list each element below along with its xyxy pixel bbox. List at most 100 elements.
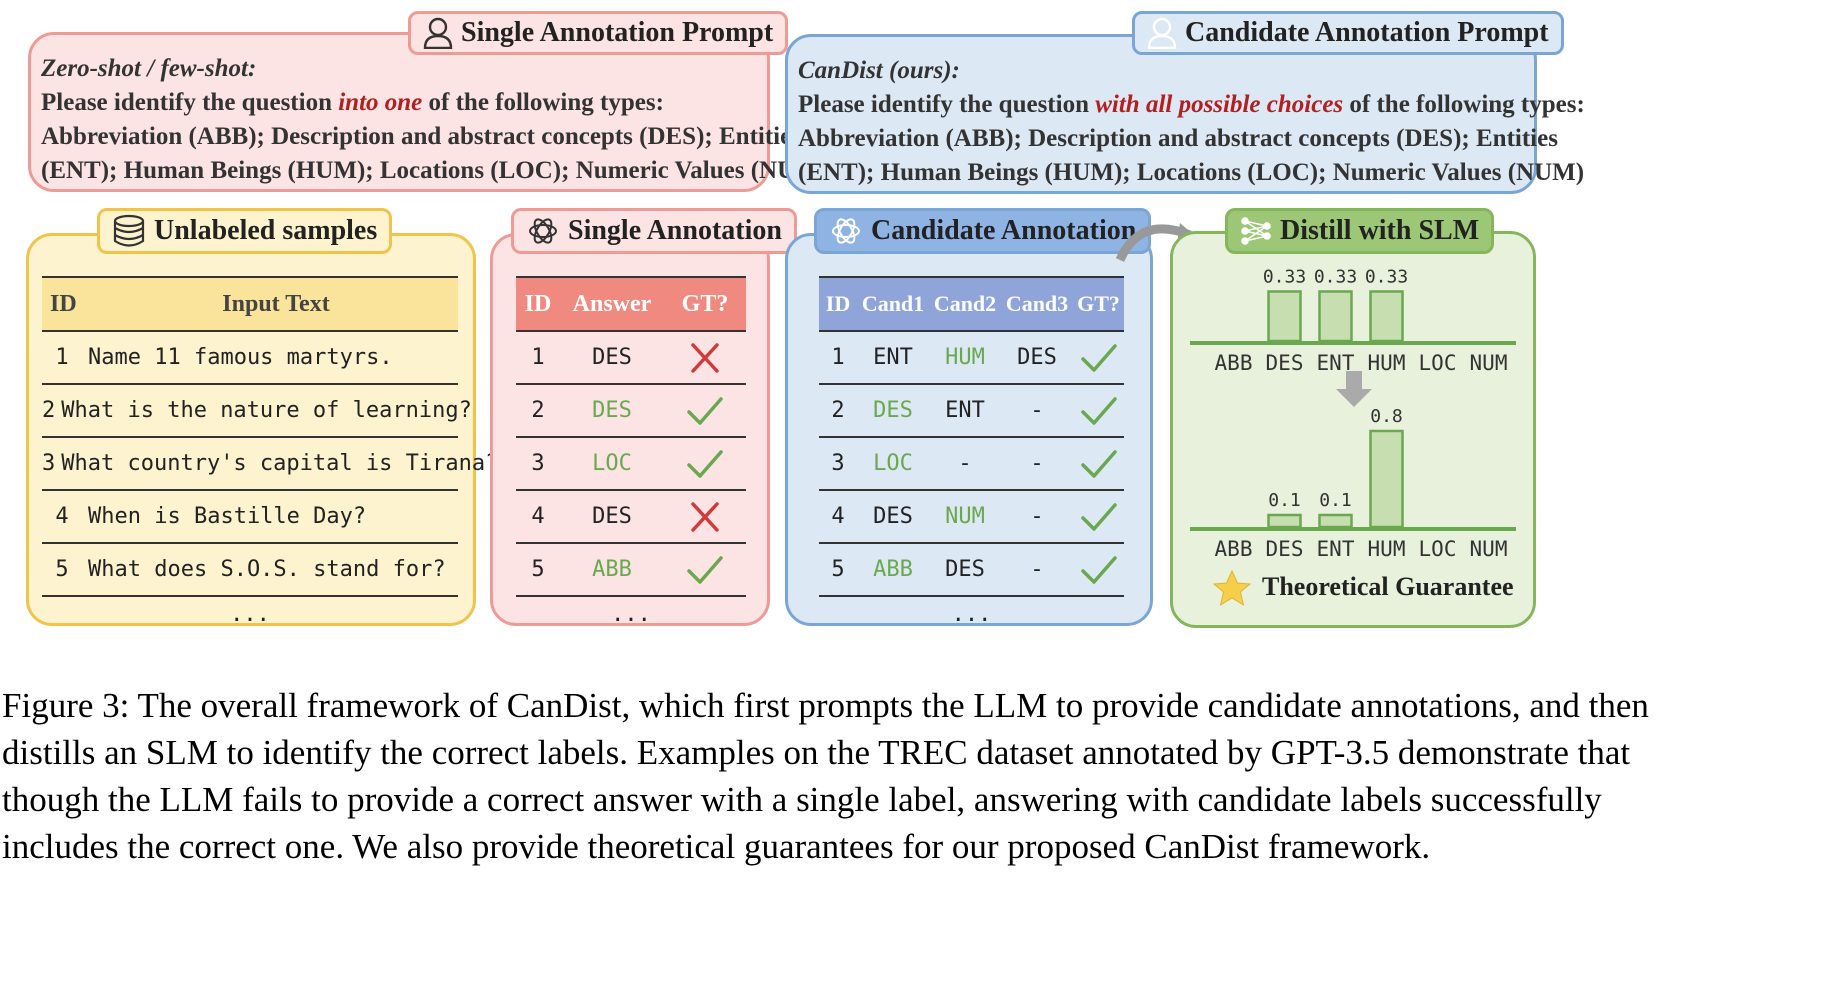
row-gt: [1073, 447, 1124, 481]
star-icon: [1212, 569, 1252, 607]
caption-line-2: distills an SLM to identify the correct …: [2, 733, 1631, 772]
row-gt: [1073, 394, 1124, 428]
single-header-row: ID Answer GT?: [516, 276, 746, 332]
row-id: 5: [531, 557, 545, 582]
data-label: 0.33: [1365, 267, 1408, 288]
candidate-prompt-panel: CanDist (ours): Please identify the ques…: [785, 34, 1585, 194]
row-cand2: HUM: [945, 345, 985, 370]
header-cand1: Cand1: [861, 291, 925, 316]
check-icon: [687, 396, 723, 425]
user-icon: [1147, 17, 1177, 49]
unlabeled-ellipsis: ...: [230, 602, 270, 627]
single-ellipsis: ...: [611, 602, 651, 627]
x-tick-label: HUM: [1368, 351, 1406, 375]
theoretical-guarantee: Theoretical Guarantee: [1262, 572, 1514, 601]
row-id: 3: [831, 451, 845, 476]
row-input-text: Name 11 famous martyrs.: [88, 345, 393, 370]
row-cand2: DES: [945, 557, 985, 582]
single-annotation-title-text: Single Annotation: [568, 215, 782, 246]
candidate-prompt-title-text: Candidate Annotation Prompt: [1185, 17, 1549, 48]
instruction-post: of the following types:: [422, 89, 664, 116]
openai-logo-icon: [832, 218, 860, 244]
row-id: 5: [831, 557, 845, 582]
header-cand2: Cand2: [933, 291, 997, 316]
row-cand3: -: [1030, 398, 1044, 423]
row-gt: [664, 447, 746, 481]
header-input-text: Input Text: [222, 290, 330, 317]
row-cand1: DES: [873, 398, 913, 423]
row-answer: DES: [592, 398, 632, 423]
header-cand3: Cand3: [1005, 291, 1069, 316]
candidate-prompt-mode: CanDist (ours):: [798, 57, 960, 84]
x-tick-label: LOC: [1419, 351, 1457, 375]
x-tick-label: ABB: [1215, 351, 1253, 375]
single-annotation-title: Single Annotation: [511, 208, 797, 254]
single-prompt-instruction: Please identify the question into one of…: [41, 83, 664, 123]
row-input-text: What is the nature of learning?: [61, 398, 472, 423]
table-row: 1 Name 11 famous martyrs.: [42, 332, 458, 385]
candidate-annotation-title-text: Candidate Annotation: [871, 215, 1137, 246]
row-gt: [664, 553, 746, 587]
user-icon: [423, 17, 453, 49]
caption-line-4: includes the correct one. We also provid…: [2, 827, 1431, 866]
row-gt: [664, 500, 746, 534]
data-label: 0.1: [1319, 490, 1352, 511]
bar: [1318, 290, 1353, 343]
x-tick-label: HUM: [1368, 537, 1406, 561]
unlabeled-header-row: ID Input Text: [42, 276, 458, 332]
x-tick-label: ABB: [1215, 537, 1253, 561]
candidate-prompt-types-2: (ENT); Human Beings (HUM); Locations (LO…: [798, 159, 1585, 186]
instruction-pre: Please identify the question: [798, 91, 1096, 118]
distill-title: Distill with SLM: [1225, 208, 1495, 254]
down-arrow-icon: [1336, 371, 1372, 407]
row-cand2: ENT: [945, 398, 985, 423]
candidate-prompt-instruction: Please identify the question with all po…: [798, 85, 1585, 125]
row-id: 1: [55, 345, 69, 370]
candidate-annotation-title: Candidate Annotation: [814, 208, 1152, 254]
row-gt: [1073, 500, 1124, 534]
row-id: 2: [531, 398, 545, 423]
bar: [1369, 429, 1404, 529]
row-cand1: LOC: [873, 451, 913, 476]
check-icon: [1080, 343, 1117, 372]
single-prompt-panel: Zero-shot / few-shot: Please identify th…: [28, 32, 827, 192]
check-icon: [687, 449, 723, 478]
candidate-header-row: ID Cand1 Cand2 Cand3 GT?: [819, 276, 1124, 332]
row-cand3: -: [1030, 504, 1044, 529]
instruction-highlight: into one: [338, 89, 423, 116]
table-row: 5 What does S.O.S. stand for?: [42, 544, 458, 597]
row-id: 5: [55, 557, 69, 582]
check-icon: [1080, 555, 1117, 584]
row-cand1: ABB: [873, 557, 913, 582]
row-input-text: What country's capital is Tirana?: [61, 451, 499, 476]
row-cand3: -: [1030, 451, 1044, 476]
row-id: 4: [55, 504, 69, 529]
header-id: ID: [825, 291, 851, 316]
check-icon: [1080, 396, 1117, 425]
row-cand1: DES: [873, 504, 913, 529]
header-gt: GT?: [1077, 291, 1120, 316]
instruction-post: of the following types:: [1343, 91, 1585, 118]
x-tick-label: NUM: [1470, 537, 1508, 561]
row-input-text: When is Bastille Day?: [88, 504, 367, 529]
data-label: 0.1: [1268, 490, 1301, 511]
x-tick-label: NUM: [1470, 351, 1508, 375]
row-input-text: What does S.O.S. stand for?: [88, 557, 446, 582]
bar: [1267, 513, 1302, 529]
candidate-ellipsis: ...: [951, 602, 992, 627]
x-tick-label: DES: [1266, 351, 1304, 375]
row-id: 1: [531, 345, 545, 370]
